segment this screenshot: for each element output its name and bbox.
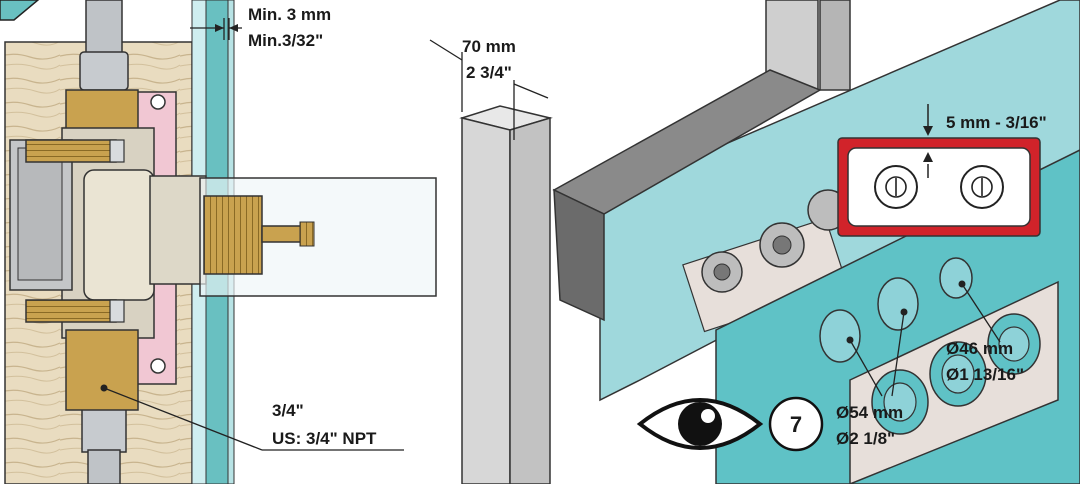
small-hole-metric-label: Ø46 mm xyxy=(946,339,1013,358)
back-ports xyxy=(682,189,849,333)
left-section-view: Min. 3 mm Min.3/32" 3/4" US: 3/4" NPT xyxy=(0,0,437,484)
eye-icon xyxy=(636,398,764,450)
screw-detail-callout xyxy=(837,104,1041,237)
screw-offset-label: 5 mm - 3/16" xyxy=(946,113,1047,132)
thread-size-label: 3/4" xyxy=(272,401,304,420)
gap-min-imperial-label: Min.3/32" xyxy=(248,31,323,50)
gap-min-metric-label: Min. 3 mm xyxy=(248,5,331,24)
step-number: 7 xyxy=(790,412,802,437)
large-hole-metric-label: Ø54 mm xyxy=(836,403,903,422)
small-hole-imperial-label: Ø1 13/16" xyxy=(946,365,1024,384)
large-hole-middle xyxy=(877,277,919,331)
threaded-sleeve xyxy=(203,195,263,275)
stud-depth-metric-label: 70 mm xyxy=(462,37,516,56)
large-hole-left xyxy=(819,309,861,363)
valve-body xyxy=(9,89,207,411)
thread-top xyxy=(25,139,117,163)
hole-cutouts xyxy=(819,257,1041,435)
large-hole-imperial-label: Ø2 1/8" xyxy=(836,429,895,448)
tile-corner-icon xyxy=(0,0,40,21)
step-badge: 7 xyxy=(768,396,824,452)
metal-stud xyxy=(459,105,553,484)
thread-bottom xyxy=(25,299,117,323)
stud-depth-imperial-label: 2 3/4" xyxy=(466,63,512,82)
right-frame-view: 70 mm 2 3/4" xyxy=(429,0,1080,484)
thread-us-label: US: 3/4" NPT xyxy=(272,429,377,448)
